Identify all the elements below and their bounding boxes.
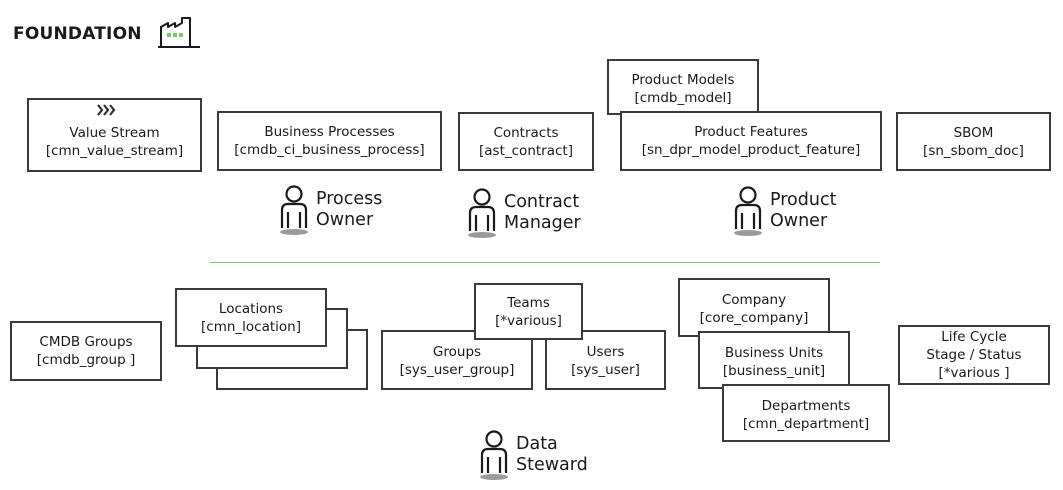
chevrons-icon [97, 104, 116, 116]
person-icon [280, 185, 308, 235]
role-line1: Process [316, 189, 383, 209]
box-table: [sys_user] [571, 362, 640, 378]
box-name: Product Features [694, 124, 808, 140]
role-line2: Owner [316, 210, 374, 230]
box-table: [core_company] [699, 310, 809, 326]
product-models-box[interactable]: Product Models [cmdb_model] [607, 59, 759, 115]
product-features-box[interactable]: Product Features [sn_dpr_model_product_f… [620, 111, 882, 171]
box-table: [cmn_value_stream] [45, 143, 184, 159]
role-line2: Steward [516, 455, 588, 475]
box-name: Departments [761, 398, 851, 414]
box-table: [cmn_department] [742, 416, 870, 432]
box-name: Groups [432, 344, 482, 360]
box-name: SBOM [953, 124, 994, 141]
contracts-box[interactable]: Contracts [ast_contract] [458, 112, 594, 171]
contract-manager-role: Contract Manager [466, 187, 581, 239]
business-units-box[interactable]: Business Units [business_unit] [698, 331, 850, 389]
factory-icon [158, 17, 200, 48]
box-name: Contracts [493, 124, 559, 141]
life-cycle-box[interactable]: Life Cycle Stage / Status [*various ] [898, 325, 1050, 385]
box-name: Business Processes [264, 124, 395, 140]
box-name: Value Stream [69, 125, 160, 141]
role-line1: Data [516, 434, 558, 454]
box-table: [ast_contract] [479, 142, 573, 159]
box-name: Business Units [724, 345, 824, 361]
groups-box[interactable]: Groups [sys_user_group] [381, 330, 533, 390]
box-name: Product Models [631, 72, 735, 88]
teams-box[interactable]: Teams [*various] [474, 283, 583, 340]
box-table: [cmdb_group ] [36, 352, 136, 368]
data-steward-role: Data Steward [478, 429, 588, 481]
process-owner-role: Process Owner [278, 184, 382, 236]
role-line2: Owner [770, 211, 828, 231]
box-table: [cmn_location] [201, 318, 301, 335]
box-name: Locations [218, 300, 284, 317]
person-icon [734, 186, 762, 236]
locations-box[interactable]: Locations [cmn_location] [175, 288, 327, 347]
box-table: [business_unit] [722, 363, 826, 379]
box-name-line1: Life Cycle [941, 329, 1007, 345]
departments-box[interactable]: Departments [cmn_department] [722, 384, 890, 442]
box-name: Users [586, 344, 625, 360]
company-box[interactable]: Company [core_company] [678, 278, 830, 337]
box-name: Teams [507, 294, 550, 311]
cmdb-groups-box[interactable]: CMDB Groups [cmdb_group ] [10, 321, 162, 381]
box-name-line2: Stage / Status [926, 347, 1022, 363]
product-owner-role: Product Owner [732, 185, 836, 237]
box-table: [*various ] [938, 365, 1010, 381]
page-title: FOUNDATION [13, 24, 142, 44]
box-table: [sys_user_group] [399, 362, 515, 378]
box-table: [sn_dpr_model_product_feature] [641, 142, 861, 158]
role-line1: Contract [504, 192, 580, 212]
role-line1: Product [770, 190, 837, 210]
role-line2: Manager [504, 213, 581, 233]
sbom-box[interactable]: SBOM [sn_sbom_doc] [896, 112, 1051, 171]
business-processes-box[interactable]: Business Processes [cmdb_ci_business_pro… [217, 111, 442, 171]
box-table: [sn_sbom_doc] [923, 142, 1024, 159]
section-divider [210, 262, 880, 263]
box-table: [cmdb_ci_business_process] [234, 142, 425, 158]
person-icon [480, 430, 508, 480]
box-name: Company [721, 292, 787, 308]
users-box[interactable]: Users [sys_user] [545, 330, 666, 390]
box-table: [cmdb_model] [634, 90, 732, 106]
person-icon [468, 188, 496, 238]
box-table: [*various] [495, 312, 562, 329]
box-name: CMDB Groups [39, 334, 133, 350]
